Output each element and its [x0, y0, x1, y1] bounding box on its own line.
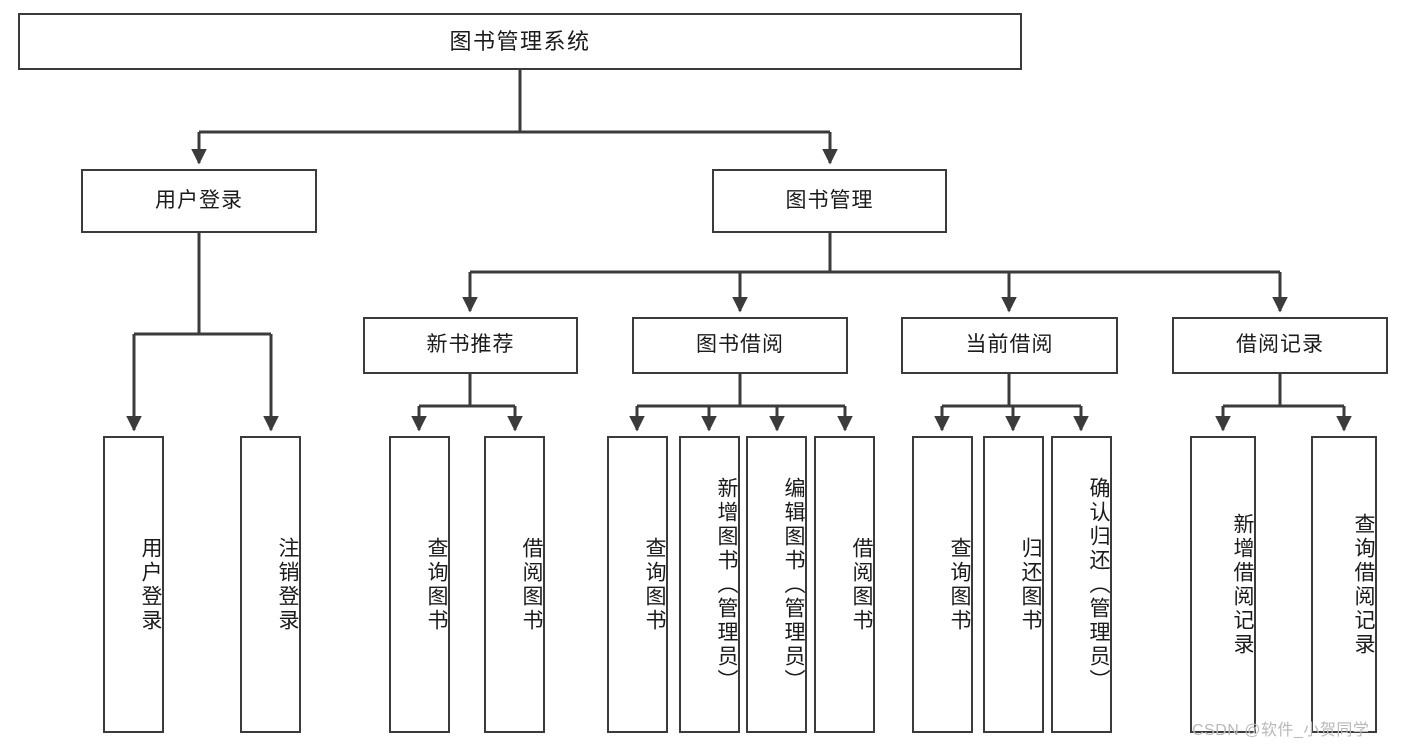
node-user-login[interactable]: 用户登录: [81, 169, 317, 233]
leaf-node[interactable]: 编辑图书（管理员）: [746, 436, 807, 733]
leaf-node[interactable]: 用户登录: [103, 436, 164, 733]
leaf-node[interactable]: 查询图书: [389, 436, 450, 733]
node-root-system[interactable]: 图书管理系统: [18, 13, 1022, 70]
leaf-node[interactable]: 查询借阅记录: [1311, 436, 1377, 733]
leaf-node[interactable]: 确认归还（管理员）: [1051, 436, 1112, 733]
leaf-node[interactable]: 查询图书: [607, 436, 668, 733]
node-book-management[interactable]: 图书管理: [712, 169, 947, 233]
leaf-node[interactable]: 新增借阅记录: [1190, 436, 1256, 733]
leaf-node[interactable]: 借阅图书: [814, 436, 875, 733]
leaf-node[interactable]: 借阅图书: [484, 436, 545, 733]
node-book-borrow[interactable]: 图书借阅: [632, 317, 848, 374]
node-current-borrow[interactable]: 当前借阅: [901, 317, 1118, 374]
leaf-node[interactable]: 新增图书（管理员）: [679, 436, 740, 733]
leaf-node[interactable]: 归还图书: [983, 436, 1044, 733]
node-new-book-recommend[interactable]: 新书推荐: [363, 317, 578, 374]
leaf-node[interactable]: 查询图书: [912, 436, 973, 733]
csdn-watermark: CSDN @软件_小贺同学: [1192, 722, 1370, 739]
node-borrow-records[interactable]: 借阅记录: [1172, 317, 1388, 374]
leaf-node[interactable]: 注销登录: [240, 436, 301, 733]
